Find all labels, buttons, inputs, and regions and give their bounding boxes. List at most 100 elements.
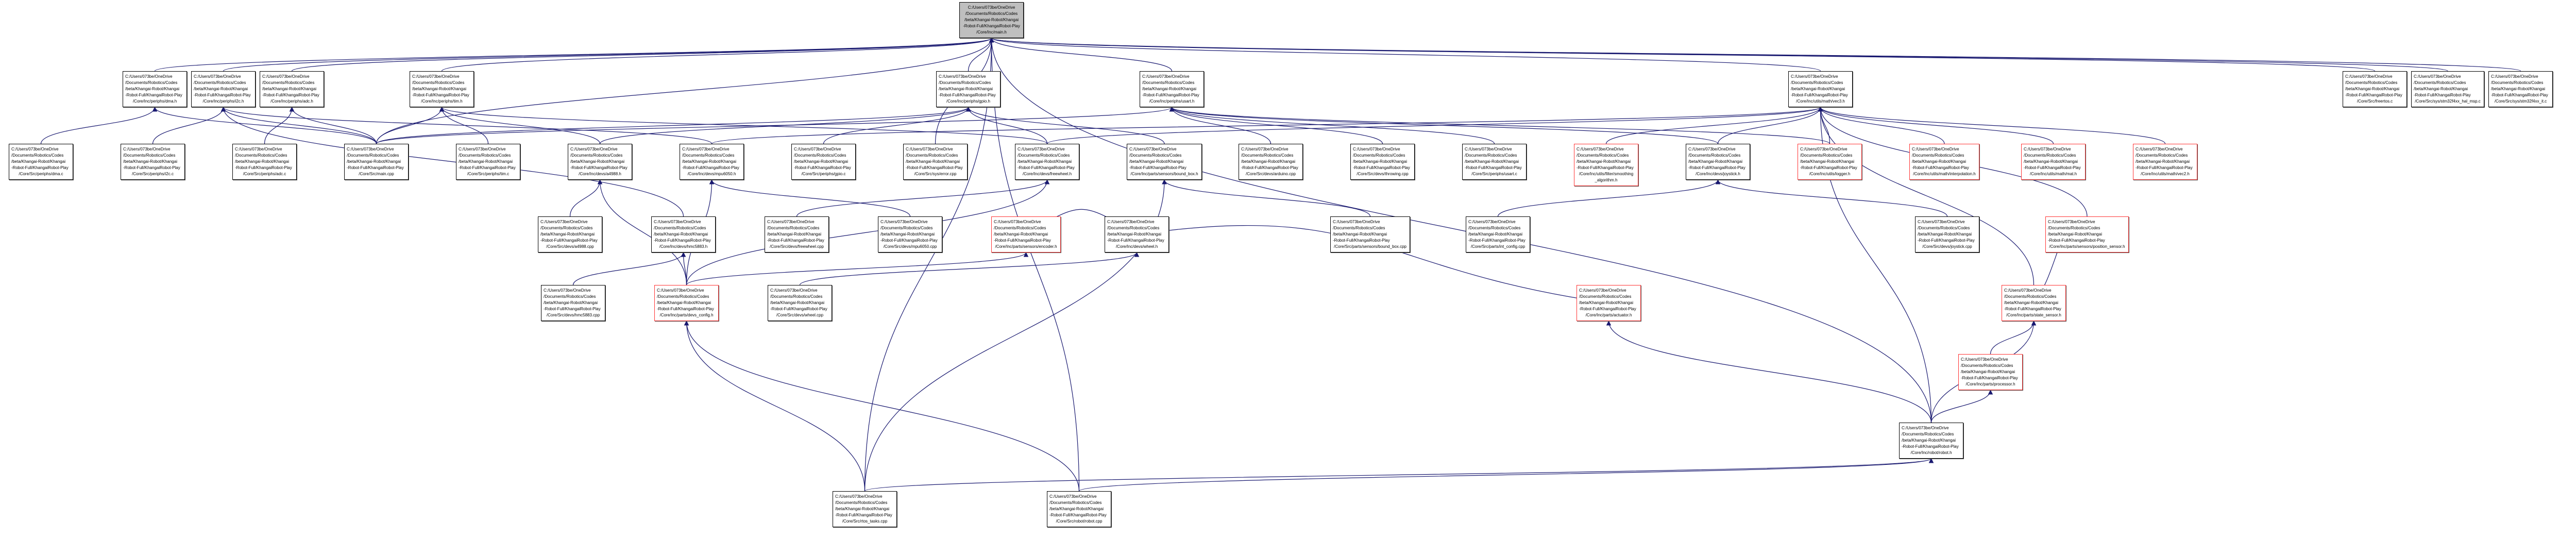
graph-node-gpio-h[interactable]: C:/Users/073be/OneDrive /Documents/Robot… xyxy=(936,71,1001,107)
node-file-path: /Core/Inc/devs/wheel.h xyxy=(1115,244,1158,249)
node-path-prefix: C:/Users/073be/OneDrive /Documents/Robot… xyxy=(682,147,739,170)
edge-freewheel_h-to-gpio_h xyxy=(965,107,1048,144)
graph-node-dma-c[interactable]: C:/Users/073be/OneDrive /Documents/Robot… xyxy=(9,144,73,180)
node-path-prefix: C:/Users/073be/OneDrive /Documents/Robot… xyxy=(347,147,404,170)
node-file-path: /Core/Src/devs/arduino.cpp xyxy=(1246,172,1296,176)
graph-node-adc-h[interactable]: C:/Users/073be/OneDrive /Documents/Robot… xyxy=(260,71,324,107)
node-file-path: /Core/Src/periphs/dma.c xyxy=(19,172,63,176)
graph-node-vec3-h[interactable]: C:/Users/073be/OneDrive /Documents/Robot… xyxy=(1788,71,1853,107)
graph-node-position-sensor-h[interactable]: C:/Users/073be/OneDrive /Documents/Robot… xyxy=(2045,216,2129,253)
graph-node-bound-box-cpp[interactable]: C:/Users/073be/OneDrive /Documents/Robot… xyxy=(1330,216,1410,253)
edge-main_cpp-to-dma_h xyxy=(152,107,377,144)
node-file-path: /Core/Inc/periphs/gpio.h xyxy=(946,99,990,104)
graph-node-main-h[interactable]: C:/Users/073be/OneDrive /Documents/Robot… xyxy=(959,2,1024,38)
edge-devs_config_h-to-hmc5883_h xyxy=(681,252,687,285)
graph-node-mpu6050-cpp[interactable]: C:/Users/073be/OneDrive /Documents/Robot… xyxy=(878,216,942,253)
edge-joystick_cpp-to-joystick_h xyxy=(1715,179,1948,217)
node-path-prefix: C:/Users/073be/OneDrive /Documents/Robot… xyxy=(570,147,628,170)
node-file-path: /Core/Inc/periphs/dma.h xyxy=(132,99,177,104)
graph-node-tasks-cpp[interactable]: C:/Users/073be/OneDrive /Documents/Robot… xyxy=(833,491,897,527)
graph-node-a4988-cpp[interactable]: C:/Users/073be/OneDrive /Documents/Robot… xyxy=(538,216,602,253)
graph-node-dma-h[interactable]: C:/Users/073be/OneDrive /Documents/Robot… xyxy=(123,71,187,107)
node-path-prefix: C:/Users/073be/OneDrive /Documents/Robot… xyxy=(194,74,251,97)
node-file-path: /Core/Inc/utils/filter/smoothing _algori… xyxy=(1579,172,1634,182)
graph-node-a4988-h[interactable]: C:/Users/073be/OneDrive /Documents/Robot… xyxy=(568,144,632,180)
node-file-path: /Core/Src/rtos_tasks.cpp xyxy=(842,519,888,524)
graph-node-hal-msp-c[interactable]: C:/Users/073be/OneDrive /Documents/Robot… xyxy=(2411,71,2484,107)
node-path-prefix: C:/Users/073be/OneDrive /Documents/Robot… xyxy=(1579,288,1636,311)
graph-node-freewheel-cpp[interactable]: C:/Users/073be/OneDrive /Documents/Robot… xyxy=(765,216,829,253)
graph-node-int-config-cpp[interactable]: C:/Users/073be/OneDrive /Documents/Robot… xyxy=(1466,216,1530,253)
node-path-prefix: C:/Users/073be/OneDrive /Documents/Robot… xyxy=(1142,74,1199,97)
graph-node-usart-c[interactable]: C:/Users/073be/OneDrive /Documents/Robot… xyxy=(1462,144,1527,180)
node-path-prefix: C:/Users/073be/OneDrive /Documents/Robot… xyxy=(1465,147,1522,170)
graph-node-wheel-cpp[interactable]: C:/Users/073be/OneDrive /Documents/Robot… xyxy=(768,285,832,321)
edge-robot_h-to-actuator_h xyxy=(1606,321,1932,423)
graph-node-mat-h[interactable]: C:/Users/073be/OneDrive /Documents/Robot… xyxy=(2021,144,2086,180)
edge-smoothing_h-to-vec3_h xyxy=(1605,107,1823,144)
graph-node-actuator-h[interactable]: C:/Users/073be/OneDrive /Documents/Robot… xyxy=(1577,285,1641,321)
node-path-prefix: C:/Users/073be/OneDrive /Documents/Robot… xyxy=(1468,220,1526,243)
node-path-prefix: C:/Users/073be/OneDrive /Documents/Robot… xyxy=(1241,147,1298,170)
graph-node-i2c-c[interactable]: C:/Users/073be/OneDrive /Documents/Robot… xyxy=(121,144,185,180)
edge-vec2_h-to-vec3_h xyxy=(1818,107,2166,144)
node-file-path: /Core/Src/devs/mpu6050.cpp xyxy=(883,244,937,249)
node-file-path: /Core/Inc/periphs/usart.h xyxy=(1149,99,1195,104)
graph-node-interp-h[interactable]: C:/Users/073be/OneDrive /Documents/Robot… xyxy=(1909,144,1979,180)
node-path-prefix: C:/Users/073be/OneDrive /Documents/Robot… xyxy=(1129,147,1187,170)
node-path-prefix: C:/Users/073be/OneDrive /Documents/Robot… xyxy=(1912,147,1969,170)
graph-node-usart-h[interactable]: C:/Users/073be/OneDrive /Documents/Robot… xyxy=(1140,71,1204,107)
node-file-path: /Core/Inc/utils/math/vec2.h xyxy=(2141,172,2190,176)
edge-gpio_h-to-main_h xyxy=(968,38,994,72)
graph-node-devs-config-h[interactable]: C:/Users/073be/OneDrive /Documents/Robot… xyxy=(654,285,719,321)
graph-node-vec2-h[interactable]: C:/Users/073be/OneDrive /Documents/Robot… xyxy=(2133,144,2197,180)
edge-hmc5883_cpp-to-hmc5883_h xyxy=(572,252,686,285)
graph-node-main-cpp[interactable]: C:/Users/073be/OneDrive /Documents/Robot… xyxy=(344,144,409,180)
graph-node-freewheel-h[interactable]: C:/Users/073be/OneDrive /Documents/Robot… xyxy=(1015,144,1079,180)
edge-freewheel_h-to-tim_h xyxy=(439,107,1048,144)
node-file-path: /Core/Src/periphs/usart.c xyxy=(1471,172,1517,176)
node-file-path: /Core/Inc/utils/math/interpolation.h xyxy=(1913,172,1976,176)
graph-node-robot-h[interactable]: C:/Users/073be/OneDrive /Documents/Robot… xyxy=(1899,423,1963,459)
node-path-prefix: C:/Users/073be/OneDrive /Documents/Robot… xyxy=(1018,147,1075,170)
node-file-path: /Core/Inc/parts/processor.h xyxy=(1965,382,2015,386)
node-file-path: /Core/Src/sys/error.cpp xyxy=(914,172,957,176)
graph-node-hmc5883-cpp[interactable]: C:/Users/073be/OneDrive /Documents/Robot… xyxy=(541,285,605,321)
graph-node-tim-c[interactable]: C:/Users/073be/OneDrive /Documents/Robot… xyxy=(456,144,520,180)
edge-usart_c-to-usart_h xyxy=(1169,107,1495,144)
graph-node-tim-h[interactable]: C:/Users/073be/OneDrive /Documents/Robot… xyxy=(410,71,474,107)
graph-node-smoothing-h[interactable]: C:/Users/073be/OneDrive /Documents/Robot… xyxy=(1574,144,1638,186)
edge-mpu6050_cpp-to-mpu6050_h xyxy=(709,179,911,217)
node-path-prefix: C:/Users/073be/OneDrive /Documents/Robot… xyxy=(544,288,601,311)
node-file-path: /Core/Inc/utils/math/vec3.h xyxy=(1796,99,1845,104)
graph-node-freertos-c[interactable]: C:/Users/073be/OneDrive /Documents/Robot… xyxy=(2343,71,2407,107)
edge-arduino_cpp-to-usart_h xyxy=(1169,107,1272,144)
graph-node-encoder-h[interactable]: C:/Users/073be/OneDrive /Documents/Robot… xyxy=(991,216,1061,253)
graph-node-processor-h[interactable]: C:/Users/073be/OneDrive /Documents/Robot… xyxy=(1958,354,2023,390)
node-path-prefix: C:/Users/073be/OneDrive /Documents/Robot… xyxy=(880,220,938,243)
graph-node-joystick-cpp[interactable]: C:/Users/073be/OneDrive /Documents/Robot… xyxy=(1915,216,1979,253)
graph-node-logger-h[interactable]: C:/Users/073be/OneDrive /Documents/Robot… xyxy=(1798,144,1862,180)
graph-node-hmc5883-h[interactable]: C:/Users/073be/OneDrive /Documents/Robot… xyxy=(651,216,716,253)
graph-node-state-sensor-h[interactable]: C:/Users/073be/OneDrive /Documents/Robot… xyxy=(2002,285,2066,321)
edge-robot_cpp-to-devs_config_h xyxy=(684,321,1080,492)
edge-devs_config_h-to-encoder_h xyxy=(686,252,1029,285)
graph-node-joystick-h[interactable]: C:/Users/073be/OneDrive /Documents/Robot… xyxy=(1686,144,1750,180)
node-path-prefix: C:/Users/073be/OneDrive /Documents/Robot… xyxy=(994,220,1051,243)
graph-node-mpu6050-h[interactable]: C:/Users/073be/OneDrive /Documents/Robot… xyxy=(680,144,744,180)
graph-node-bound-box-h[interactable]: C:/Users/073be/OneDrive /Documents/Robot… xyxy=(1127,144,1202,180)
graph-node-i2c-h[interactable]: C:/Users/073be/OneDrive /Documents/Robot… xyxy=(191,71,256,107)
graph-node-error-cpp[interactable]: C:/Users/073be/OneDrive /Documents/Robot… xyxy=(903,144,968,180)
graph-node-gpio-c[interactable]: C:/Users/073be/OneDrive /Documents/Robot… xyxy=(791,144,856,180)
graph-node-robot-cpp[interactable]: C:/Users/073be/OneDrive /Documents/Robot… xyxy=(1047,491,1111,527)
graph-node-wheel-h[interactable]: C:/Users/073be/OneDrive /Documents/Robot… xyxy=(1105,216,1169,253)
node-file-path: /Core/Src/periphs/gpio.c xyxy=(801,172,846,176)
node-path-prefix: C:/Users/073be/OneDrive /Documents/Robot… xyxy=(1791,74,1848,97)
graph-node-throwing-cpp[interactable]: C:/Users/073be/OneDrive /Documents/Robot… xyxy=(1350,144,1415,180)
node-file-path: /Core/Inc/main.h xyxy=(976,30,1007,35)
graph-node-arduino-cpp[interactable]: C:/Users/073be/OneDrive /Documents/Robot… xyxy=(1239,144,1303,180)
graph-node-adc-c[interactable]: C:/Users/073be/OneDrive /Documents/Robot… xyxy=(232,144,297,180)
graph-node-it-c[interactable]: C:/Users/073be/OneDrive /Documents/Robot… xyxy=(2488,71,2553,107)
node-path-prefix: C:/Users/073be/OneDrive /Documents/Robot… xyxy=(770,288,827,311)
node-path-prefix: C:/Users/073be/OneDrive /Documents/Robot… xyxy=(123,147,180,170)
